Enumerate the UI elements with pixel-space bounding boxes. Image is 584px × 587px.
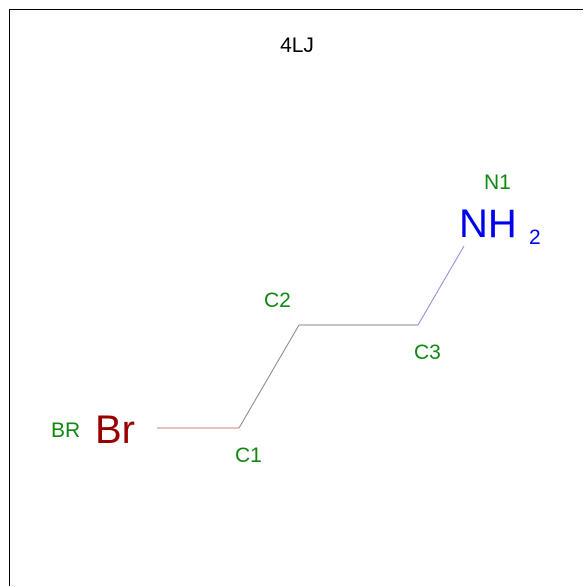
atom-name-br: BR [51, 419, 80, 442]
bond-c1-c2 [238, 324, 300, 429]
diagram-frame [9, 9, 583, 586]
atom-name-c3: C3 [414, 341, 441, 364]
atom-name-c2: C2 [264, 289, 291, 312]
atom-name-n1: N1 [484, 171, 511, 194]
atom-subscript-n1: 2 [529, 226, 541, 249]
bond-c3-n1 [417, 245, 465, 326]
molecule-title: 4LJ [280, 34, 314, 57]
atom-element-n1: NH [459, 202, 517, 246]
atom-element-br: Br [95, 408, 135, 452]
atom-name-c1: C1 [235, 444, 262, 467]
